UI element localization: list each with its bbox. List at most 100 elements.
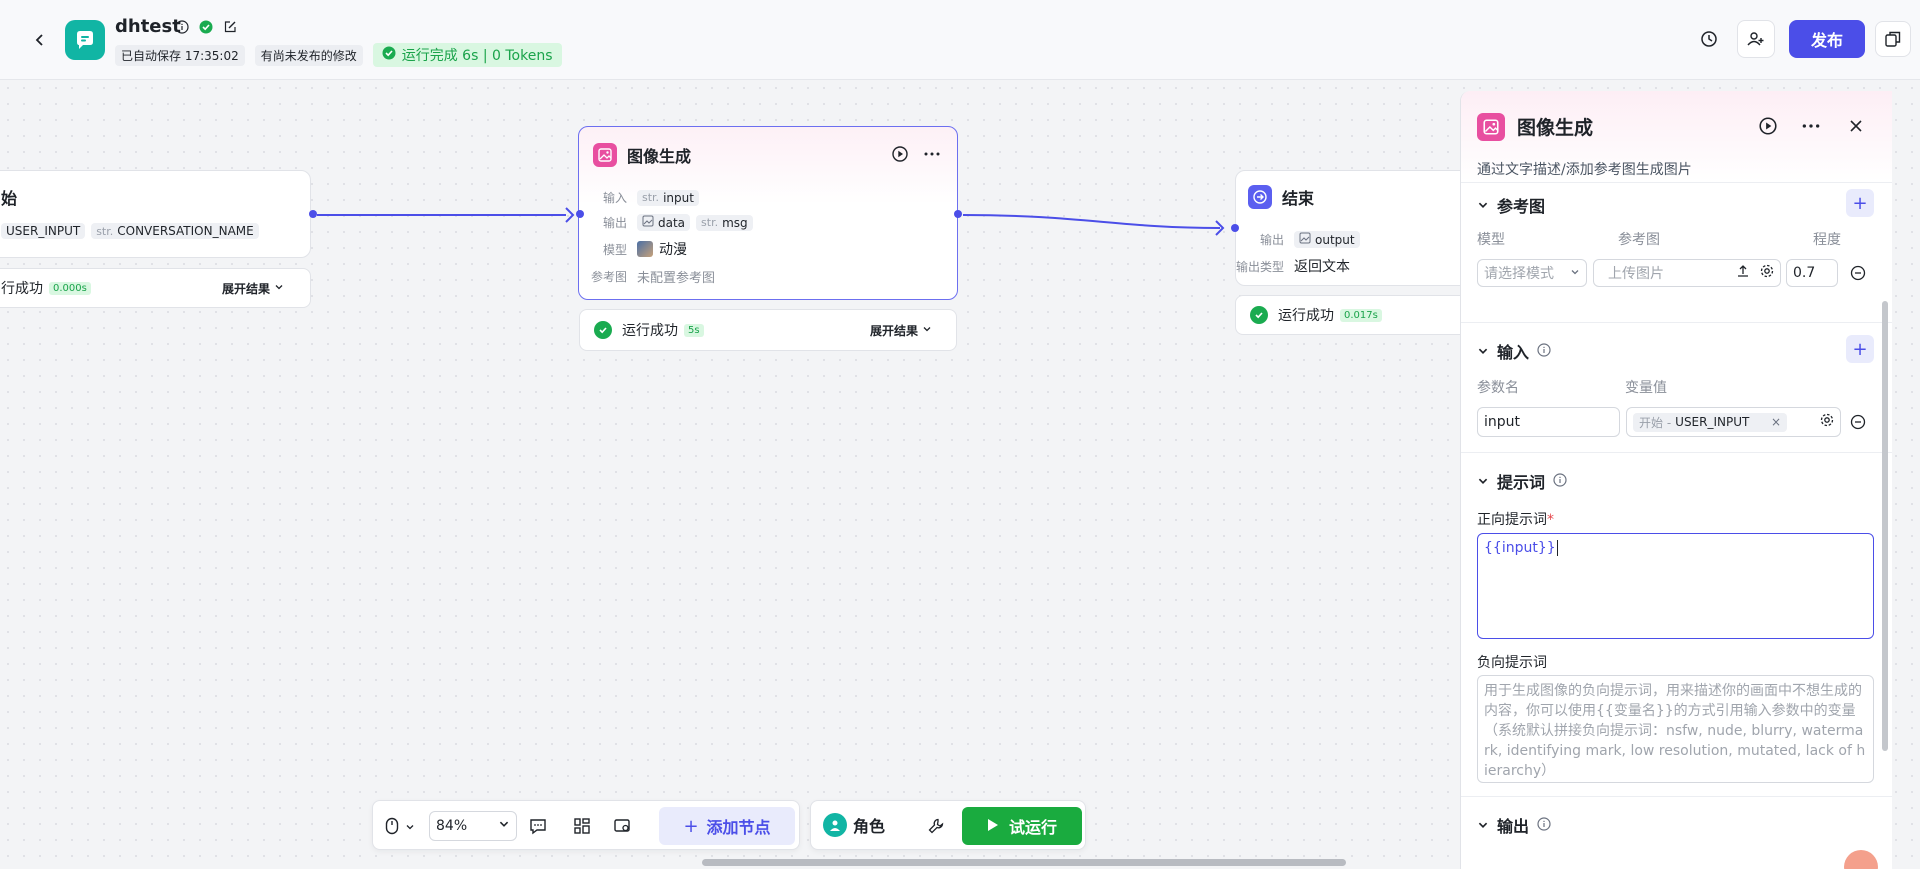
wrench-icon[interactable] bbox=[927, 817, 945, 839]
start-node-title: 始 bbox=[1, 189, 18, 208]
start-output-port[interactable] bbox=[309, 210, 317, 218]
check-circle-icon bbox=[382, 46, 396, 64]
run-node-icon[interactable] bbox=[1758, 116, 1778, 140]
negative-prompt-textarea[interactable]: 用于生成图像的负向提示词，用来描述你的画面中不想生成的内容，你可以使用{{变量名… bbox=[1477, 675, 1874, 783]
add-node-button[interactable]: + 添加节点 bbox=[659, 807, 795, 845]
copy-icon[interactable] bbox=[1875, 21, 1911, 57]
info-icon[interactable] bbox=[1537, 342, 1551, 361]
chevron-down-icon bbox=[922, 323, 932, 337]
mouse-icon bbox=[385, 817, 399, 839]
var-chip: str.CONVERSATION_NAME bbox=[91, 223, 259, 239]
run-node-icon[interactable] bbox=[891, 145, 909, 167]
positive-prompt-textarea[interactable]: {{input}} bbox=[1477, 533, 1874, 639]
zoom-select[interactable]: 84% bbox=[429, 811, 517, 841]
image-icon bbox=[593, 143, 617, 167]
remove-icon[interactable] bbox=[1850, 414, 1866, 434]
chevron-down-icon[interactable] bbox=[1477, 342, 1489, 361]
plus-icon: + bbox=[683, 815, 699, 837]
output-var-chip: data bbox=[637, 214, 691, 231]
chevron-down-icon bbox=[405, 820, 415, 836]
chevron-down-icon[interactable] bbox=[1477, 816, 1489, 835]
prompt-section: 提示词 正向提示词* {{input}} 负向提示词 用于生成图像的负向提示词，… bbox=[1461, 453, 1892, 797]
back-icon[interactable] bbox=[28, 28, 52, 52]
image-input-port[interactable] bbox=[576, 210, 584, 218]
remove-icon[interactable] bbox=[1850, 265, 1866, 285]
collaborators-icon[interactable] bbox=[1737, 20, 1775, 58]
check-circle-icon bbox=[594, 321, 612, 339]
expand-result-button[interactable]: 展开结果 bbox=[222, 280, 284, 297]
app-logo-icon bbox=[65, 20, 105, 60]
close-icon[interactable] bbox=[1846, 116, 1866, 140]
role-button[interactable]: 角色 bbox=[823, 813, 885, 837]
info-icon[interactable] bbox=[1537, 816, 1551, 835]
panel-title: 图像生成 bbox=[1517, 117, 1594, 139]
comment-icon[interactable] bbox=[529, 817, 547, 839]
start-node[interactable]: 始 USER_INPUT str.CONVERSATION_NAME bbox=[0, 170, 311, 258]
end-node-title: 结束 bbox=[1282, 189, 1315, 208]
image-gen-node-title: 图像生成 bbox=[627, 147, 692, 166]
image-type-icon bbox=[642, 215, 654, 230]
add-input-button[interactable]: + bbox=[1846, 335, 1874, 363]
var-chip: USER_INPUT bbox=[1, 223, 86, 239]
publish-button[interactable]: 发布 bbox=[1789, 20, 1865, 58]
input-var-chip: str.input bbox=[637, 189, 699, 206]
variable-tag: 开始 - USER_INPUT × bbox=[1633, 412, 1787, 432]
run-toolbar: 角色 试运行 bbox=[810, 800, 1086, 850]
canvas-scrollbar[interactable] bbox=[702, 859, 1346, 866]
reference-image-section: 参考图 + 模型 参考图 程度 请选择模式 上传图片 0.7 bbox=[1461, 183, 1892, 323]
param-name-input[interactable]: input bbox=[1477, 407, 1620, 437]
canvas-toolbar: 84% + 添加节点 bbox=[372, 800, 800, 850]
play-icon bbox=[987, 817, 999, 836]
model-avatar bbox=[637, 241, 653, 257]
image-type-icon bbox=[1299, 232, 1311, 247]
upload-icon[interactable] bbox=[1736, 264, 1750, 282]
start-node-status: 行成功 0.000s 展开结果 bbox=[0, 268, 311, 308]
image-gen-status: 运行成功 5s 展开结果 bbox=[579, 309, 957, 351]
edges bbox=[317, 207, 1225, 236]
variable-value-select[interactable]: 开始 - USER_INPUT × bbox=[1626, 407, 1841, 437]
pointer-mode-button[interactable] bbox=[385, 817, 415, 839]
positive-prompt-label: 正向提示词* bbox=[1477, 512, 1554, 528]
minimap-icon[interactable] bbox=[613, 817, 631, 839]
mode-select[interactable]: 请选择模式 bbox=[1477, 259, 1587, 287]
upload-image-field[interactable]: 上传图片 bbox=[1593, 259, 1781, 287]
more-icon[interactable] bbox=[1801, 116, 1821, 140]
panel-header: 图像生成 通过文字描述/添加参考图生成图片 bbox=[1461, 91, 1892, 183]
input-section: 输入 + 参数名 变量值 input 开始 - USER_INPUT × bbox=[1461, 323, 1892, 453]
run-status-badge: 运行完成 6s | 0 Tokens bbox=[372, 43, 562, 67]
history-icon[interactable] bbox=[1690, 20, 1728, 58]
unpublished-badge: 有尚未发布的修改 bbox=[254, 44, 363, 66]
output-var-chip: output bbox=[1294, 231, 1360, 248]
info-icon[interactable] bbox=[174, 19, 190, 35]
gear-icon[interactable] bbox=[1760, 264, 1774, 282]
close-icon[interactable]: × bbox=[1770, 415, 1781, 429]
expand-result-button[interactable]: 展开结果 bbox=[870, 322, 932, 339]
negative-prompt-label: 负向提示词 bbox=[1477, 655, 1547, 671]
check-circle-icon bbox=[1250, 306, 1268, 324]
panel-description: 通过文字描述/添加参考图生成图片 bbox=[1477, 162, 1692, 178]
info-icon[interactable] bbox=[1553, 472, 1567, 491]
chevron-down-icon[interactable] bbox=[1477, 472, 1489, 491]
layout-icon[interactable] bbox=[573, 817, 591, 839]
autosave-badge: 已自动保存 17:35:02 bbox=[115, 44, 245, 66]
panel-scrollbar[interactable] bbox=[1882, 301, 1888, 751]
output-var-chip: str.msg bbox=[696, 214, 753, 231]
top-bar: dhtest 已自动保存 17:35:02 有尚未发布的修改 运行完成 6s |… bbox=[0, 0, 1920, 80]
verified-icon bbox=[198, 19, 214, 35]
user-avatar-icon bbox=[823, 813, 847, 837]
chevron-down-icon bbox=[274, 281, 284, 295]
gear-icon[interactable] bbox=[1820, 413, 1834, 431]
chevron-down-icon bbox=[1570, 265, 1580, 281]
add-reference-button[interactable]: + bbox=[1846, 189, 1874, 217]
assistant-avatar[interactable] bbox=[1844, 850, 1878, 869]
image-gen-node[interactable]: 图像生成 输入 str.input 输出 data str.msg 模型 动漫 … bbox=[578, 126, 958, 300]
image-output-port[interactable] bbox=[954, 210, 962, 218]
chevron-down-icon[interactable] bbox=[1477, 196, 1489, 215]
more-icon[interactable] bbox=[923, 145, 941, 167]
edit-icon[interactable] bbox=[222, 19, 238, 35]
output-section: 输出 bbox=[1461, 797, 1892, 857]
test-run-button[interactable]: 试运行 bbox=[962, 807, 1082, 845]
degree-input[interactable]: 0.7 bbox=[1786, 259, 1838, 287]
end-input-port[interactable] bbox=[1231, 224, 1239, 232]
end-node[interactable]: 结束 输出 output 输出类型 返回文本 bbox=[1235, 170, 1495, 286]
